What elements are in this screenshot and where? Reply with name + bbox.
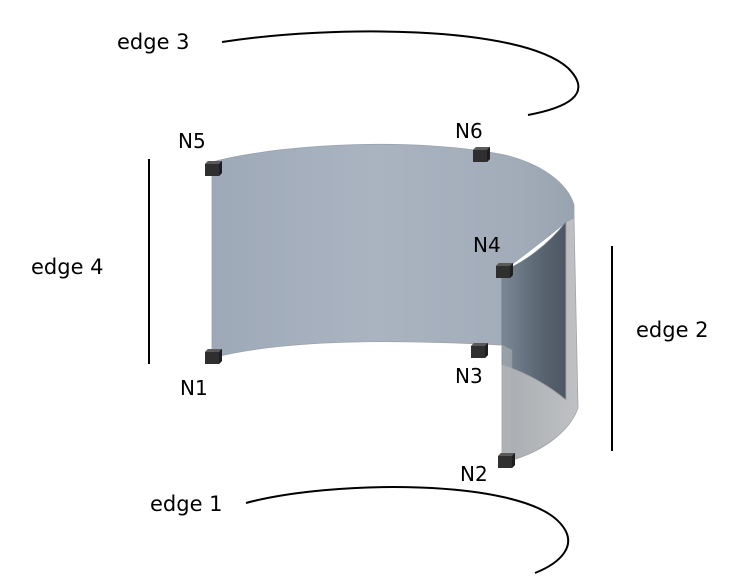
- edge-3-curve: [221, 30, 580, 116]
- node-N6: [473, 147, 490, 162]
- node-N2-label: N2: [460, 462, 488, 486]
- node-N3: [471, 343, 488, 358]
- node-N3-label: N3: [455, 364, 483, 388]
- edge-1-curve: [245, 486, 570, 574]
- node-N1-label: N1: [180, 376, 208, 400]
- node-N2: [498, 453, 515, 468]
- edge-4-label: edge 4: [31, 255, 104, 279]
- edge-3-label: edge 3: [117, 30, 190, 54]
- edge-2-label: edge 2: [636, 318, 709, 342]
- surface-lower-band: [501, 344, 513, 463]
- node-N4-label: N4: [473, 233, 501, 257]
- node-N4: [496, 263, 513, 278]
- node-N6-label: N6: [455, 119, 483, 143]
- node-N1: [205, 349, 222, 364]
- node-N5-label: N5: [178, 129, 206, 153]
- edge-1-label: edge 1: [150, 492, 223, 516]
- node-N5: [205, 161, 222, 176]
